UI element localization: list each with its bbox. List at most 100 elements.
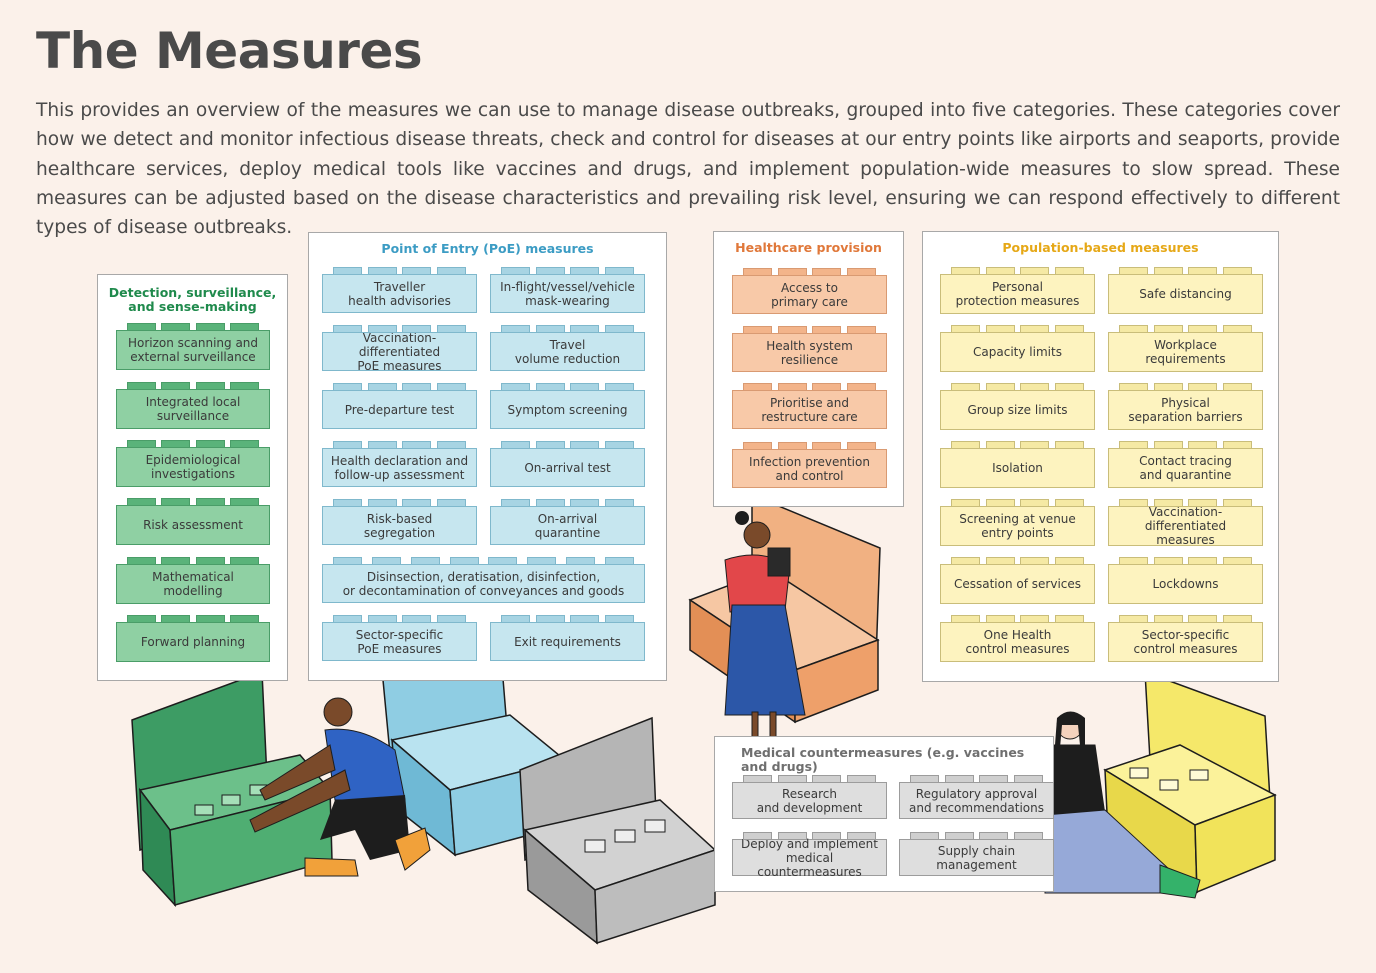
poe-measure-label: Traveller health advisories — [348, 279, 451, 308]
brick-stud — [1153, 615, 1183, 623]
brick-stud — [604, 499, 634, 507]
poe-measure-label: Pre-departure test — [344, 402, 455, 417]
brick-stud — [1119, 441, 1148, 449]
poe-measure-label: Travel volume reduction — [514, 337, 621, 366]
brick-stud — [501, 383, 530, 391]
brick-stud — [367, 441, 397, 449]
poe-measure-label: Vaccination-differentiated PoE measures — [357, 330, 442, 373]
healthcare-measure-label: Access to primary care — [771, 280, 848, 309]
brick-studs — [333, 499, 466, 507]
panel-medical-title: Medical countermeasures (e.g. vaccines a… — [741, 745, 1025, 774]
detection-measure-label: Horizon scanning and external surveillan… — [127, 336, 259, 364]
population-measure-label: Vaccination-differentiated measures — [1144, 505, 1227, 547]
brick-studs — [951, 325, 1084, 333]
brick-studs — [333, 441, 466, 449]
brick-studs — [951, 499, 1084, 507]
detection-measure-label: Epidemiological investigations — [145, 453, 241, 481]
brick-stud — [812, 442, 842, 450]
brick-stud — [910, 775, 939, 783]
brick-stud — [1054, 383, 1084, 391]
brick-stud — [229, 615, 259, 623]
brick-stud — [402, 441, 432, 449]
brick-stud — [1020, 267, 1050, 275]
brick-stud — [846, 832, 876, 840]
brick-studs — [501, 325, 634, 333]
brick-stud — [229, 382, 259, 390]
population-measure-brick: Workplace requirements — [1108, 325, 1263, 372]
population-measure-brick: Sector-specific control measures — [1108, 615, 1263, 662]
poe-measure-brick: Exit requirements — [490, 615, 645, 661]
brick-stud — [1222, 557, 1252, 565]
brick-stud — [333, 499, 362, 507]
brick-stud — [570, 383, 600, 391]
panel-healthcare: Healthcare provision Access to primary c… — [713, 231, 904, 507]
population-measure-brick: Contact tracing and quarantine — [1108, 441, 1263, 488]
brick-stud — [195, 382, 225, 390]
brick-stud — [161, 498, 191, 506]
standing-person-illustration — [724, 511, 806, 738]
brick-studs — [501, 615, 634, 623]
brick-stud — [1020, 325, 1050, 333]
poe-measure-brick: Vaccination-differentiated PoE measures — [322, 325, 477, 373]
brick-studs — [743, 383, 876, 391]
brick-stud — [535, 383, 565, 391]
brick-stud — [1188, 383, 1218, 391]
brick-stud — [846, 268, 876, 276]
population-measure-brick: Physical separation barriers — [1108, 383, 1263, 430]
brick-stud — [1153, 557, 1183, 565]
brick-stud — [985, 557, 1015, 565]
medical-measure-brick: Research and development — [732, 775, 887, 819]
panel-detection: Detection, surveillance, and sense-makin… — [97, 274, 288, 681]
brick-stud — [777, 383, 807, 391]
brick-stud — [127, 323, 156, 331]
brick-stud — [488, 557, 518, 565]
brick-studs — [951, 441, 1084, 449]
brick-stud — [402, 325, 432, 333]
brick-stud — [501, 267, 530, 275]
brick-stud — [944, 832, 974, 840]
brick-stud — [501, 325, 530, 333]
brick-stud — [743, 326, 772, 334]
brick-stud — [570, 441, 600, 449]
detection-measure-brick: Mathematical modelling — [116, 557, 270, 604]
brick-stud — [127, 382, 156, 390]
poe-measure-label: Risk-based segregation — [363, 511, 436, 540]
brick-studs — [1119, 383, 1252, 391]
brick-studs — [127, 498, 259, 506]
population-measure-brick: Safe distancing — [1108, 267, 1263, 314]
brick-stud — [1222, 267, 1252, 275]
medical-measure-brick: Deploy and implement medical countermeas… — [732, 832, 887, 879]
brick-stud — [367, 499, 397, 507]
brick-stud — [161, 440, 191, 448]
brick-stud — [985, 615, 1015, 623]
brick-stud — [1188, 325, 1218, 333]
population-measure-brick: Isolation — [940, 441, 1095, 488]
detection-measure-brick: Horizon scanning and external surveillan… — [116, 323, 270, 370]
brick-stud — [501, 441, 530, 449]
brick-stud — [1054, 441, 1084, 449]
brick-stud — [570, 615, 600, 623]
population-measure-brick: Capacity limits — [940, 325, 1095, 372]
brick-stud — [812, 383, 842, 391]
brick-stud — [777, 442, 807, 450]
panel-detection-title: Detection, surveillance, and sense-makin… — [108, 285, 277, 314]
brick-studs — [743, 832, 876, 840]
population-measure-label: Physical separation barriers — [1128, 396, 1243, 424]
brick-stud — [566, 557, 596, 565]
brick-stud — [367, 615, 397, 623]
brick-studs — [333, 615, 466, 623]
brick-studs — [127, 323, 259, 331]
brick-stud — [1054, 499, 1084, 507]
brick-stud — [812, 326, 842, 334]
poe-measure-label: Sector-specific PoE measures — [355, 627, 444, 656]
medical-measure-label: Deploy and implement medical countermeas… — [741, 836, 878, 879]
brick-stud — [570, 499, 600, 507]
brick-studs — [1119, 499, 1252, 507]
brick-stud — [195, 440, 225, 448]
brick-stud — [436, 441, 466, 449]
brick-stud — [979, 832, 1009, 840]
brick-stud — [1013, 832, 1043, 840]
brick-stud — [1119, 325, 1148, 333]
brick-stud — [436, 383, 466, 391]
panel-healthcare-title: Healthcare provision — [735, 240, 882, 255]
